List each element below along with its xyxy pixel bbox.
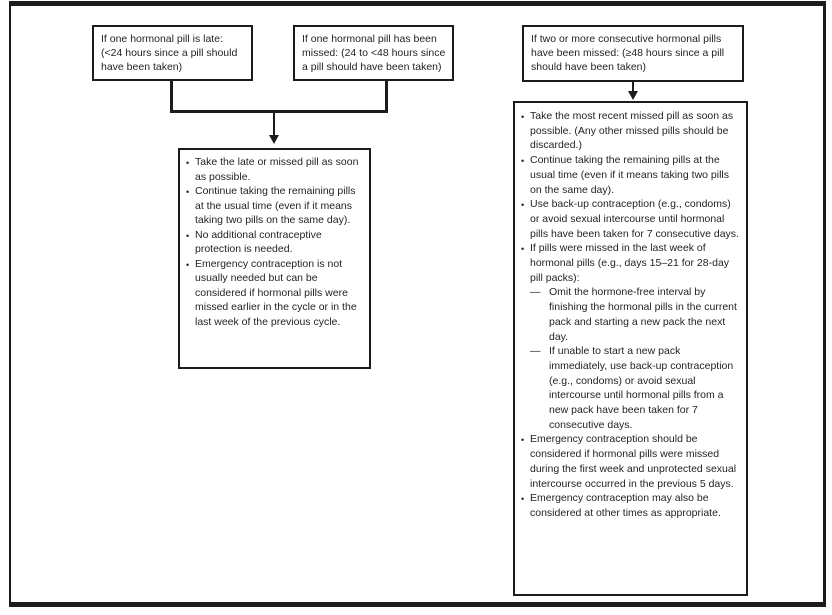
list-item: • If pills were missed in the last week …: [521, 241, 741, 285]
list-item-sub: — If unable to start a new pack immediat…: [521, 344, 741, 432]
bullet-text: Use back-up contraception (e.g., condoms…: [530, 198, 739, 240]
bullet-icon: •: [186, 259, 190, 270]
bullet-text: No additional contraceptive protection i…: [195, 228, 322, 256]
list-item: • No additional contraceptive protection…: [186, 228, 363, 257]
connector-line-from-missed-one-box: [385, 79, 388, 113]
bullet-icon: •: [521, 244, 525, 255]
bullet-icon: •: [186, 230, 190, 241]
list-item: • Emergency contraception is not usually…: [186, 257, 363, 330]
action-right-bullet-list: • Take the most recent missed pill as so…: [521, 109, 741, 521]
action-box-two-plus-missed: • Take the most recent missed pill as so…: [513, 101, 748, 596]
list-item: • Continue taking the remaining pills at…: [186, 184, 363, 228]
flow-box-pill-late-text: If one hormonal pill is late: (<24 hours…: [101, 33, 238, 73]
bullet-icon: •: [521, 112, 525, 122]
bullet-icon: •: [521, 494, 525, 505]
list-item: • Emergency contraception may also be co…: [521, 491, 741, 520]
bullet-text: Continue taking the remaining pills at t…: [195, 185, 356, 226]
flow-box-two-plus-pills-missed: If two or more consecutive hormonal pill…: [522, 25, 744, 82]
connector-arrow-stem-right: [632, 82, 634, 93]
bullet-text: Continue taking the remaining pills at t…: [530, 154, 730, 196]
dash-icon: —: [530, 286, 541, 299]
bullet-icon: •: [186, 158, 190, 168]
bullet-icon: •: [521, 435, 525, 446]
action-box-late-or-missed-one: • Take the late or missed pill as soon a…: [178, 148, 371, 369]
list-item: • Take the late or missed pill as soon a…: [186, 155, 363, 184]
bullet-icon: •: [186, 187, 190, 197]
flow-box-pill-late: If one hormonal pill is late: (<24 hours…: [92, 25, 253, 81]
sub-bullet-text: Omit the hormone-free interval by finish…: [549, 286, 737, 343]
list-item-sub: — Omit the hormone-free interval by fini…: [521, 285, 741, 344]
dash-icon: —: [530, 345, 541, 358]
arrow-down-icon-right: [628, 91, 638, 100]
connector-line-from-late-box: [170, 80, 173, 113]
list-item: • Use back-up contraception (e.g., condo…: [521, 197, 741, 241]
sub-bullet-text: If unable to start a new pack immediatel…: [549, 345, 734, 431]
bullet-text: If pills were missed in the last week of…: [530, 242, 730, 284]
list-item: • Emergency contraception should be cons…: [521, 432, 741, 491]
flow-box-one-pill-missed-text: If one hormonal pill has been missed: (2…: [302, 33, 446, 73]
connector-line-horizontal: [170, 110, 388, 113]
list-item: • Take the most recent missed pill as so…: [521, 109, 741, 153]
connector-arrow-stem-left: [273, 113, 275, 136]
bullet-text: Take the most recent missed pill as soon…: [530, 110, 734, 152]
bullet-text: Take the late or missed pill as soon as …: [195, 156, 359, 183]
bullet-text: Emergency contraception should be consid…: [530, 433, 737, 490]
flow-box-two-plus-pills-missed-text: If two or more consecutive hormonal pill…: [531, 33, 725, 73]
bullet-icon: •: [521, 156, 525, 167]
bullet-icon: •: [521, 200, 525, 211]
flow-box-one-pill-missed: If one hormonal pill has been missed: (2…: [293, 25, 454, 81]
action-left-bullet-list: • Take the late or missed pill as soon a…: [186, 155, 363, 329]
bullet-text: Emergency contraception may also be cons…: [530, 492, 721, 519]
arrow-down-icon-left: [269, 135, 279, 144]
bullet-text: Emergency contraception is not usually n…: [195, 257, 357, 328]
list-item: • Continue taking the remaining pills at…: [521, 153, 741, 197]
